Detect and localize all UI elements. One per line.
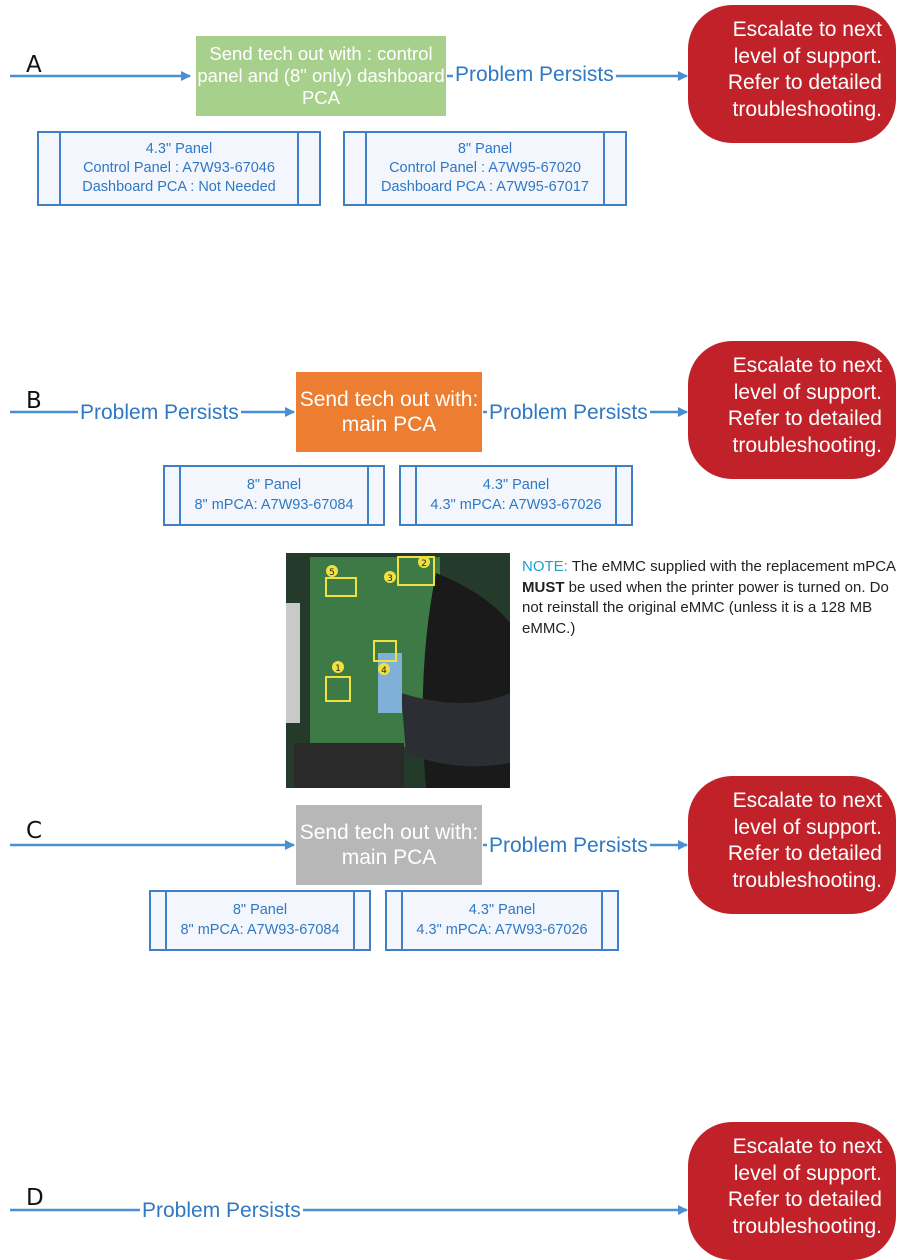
note-label: NOTE: bbox=[522, 558, 568, 575]
problem-persists-a: Problem Persists bbox=[453, 63, 616, 86]
emmc-note: NOTE: The eMMC supplied with the replace… bbox=[522, 557, 900, 640]
main-pca-photo-drawing: 5 2 3 4 1 bbox=[286, 553, 510, 788]
panel-box-b-43: 4.3" Panel 4.3" mPCA: A7W93-67026 bbox=[399, 465, 633, 526]
note-text-1: The eMMC supplied with the replacement m… bbox=[567, 558, 896, 575]
note-text-2: be used when the printer power is turned… bbox=[522, 578, 889, 638]
callout-4: 4 bbox=[381, 666, 387, 676]
callout-5: 5 bbox=[329, 568, 335, 578]
row-label-d: D bbox=[26, 1185, 44, 1211]
action-box-b: Send tech out with: main PCA bbox=[296, 372, 482, 452]
escalate-box-d: Escalate to next level of support. Refer… bbox=[688, 1122, 896, 1260]
row-label-c: C bbox=[26, 818, 43, 844]
panel-box-a-43-text: 4.3" Panel Control Panel : A7W93-67046 D… bbox=[82, 140, 276, 196]
escalate-box-b: Escalate to next level of support. Refer… bbox=[688, 341, 896, 479]
action-box-c: Send tech out with: main PCA bbox=[296, 805, 482, 885]
problem-persists-d: Problem Persists bbox=[140, 1199, 303, 1222]
problem-persists-b-after: Problem Persists bbox=[487, 401, 650, 424]
action-box-a-text: Send tech out with : control panel and (… bbox=[197, 42, 445, 109]
panel-box-b-8: 8" Panel 8" mPCA: A7W93-67084 bbox=[163, 465, 385, 526]
panel-box-b-8-text: 8" Panel 8" mPCA: A7W93-67084 bbox=[194, 477, 354, 513]
action-box-b-text: Send tech out with: main PCA bbox=[299, 387, 479, 436]
action-box-a: Send tech out with : control panel and (… bbox=[196, 36, 446, 116]
callout-3: 3 bbox=[387, 574, 393, 584]
note-emphasis: MUST bbox=[522, 578, 565, 596]
panel-box-c-43-text: 4.3" Panel 4.3" mPCA: A7W93-67026 bbox=[416, 902, 588, 938]
panel-box-a-8-text: 8" Panel Control Panel : A7W95-67020 Das… bbox=[381, 140, 589, 196]
panel-box-a-8: 8" Panel Control Panel : A7W95-67020 Das… bbox=[343, 131, 627, 206]
problem-persists-c: Problem Persists bbox=[487, 834, 650, 857]
row-label-b: B bbox=[26, 388, 42, 414]
action-box-c-text: Send tech out with: main PCA bbox=[299, 820, 479, 869]
row-label-a: A bbox=[26, 52, 42, 78]
panel-box-c-8-text: 8" Panel 8" mPCA: A7W93-67084 bbox=[180, 902, 340, 938]
panel-box-b-43-text: 4.3" Panel 4.3" mPCA: A7W93-67026 bbox=[430, 477, 602, 513]
main-pca-photo: 5 2 3 4 1 bbox=[286, 553, 510, 788]
panel-box-a-43: 4.3" Panel Control Panel : A7W93-67046 D… bbox=[37, 131, 321, 206]
callout-2: 2 bbox=[421, 559, 427, 569]
panel-box-c-43: 4.3" Panel 4.3" mPCA: A7W93-67026 bbox=[385, 890, 619, 951]
panel-box-c-8: 8" Panel 8" mPCA: A7W93-67084 bbox=[149, 890, 371, 951]
escalate-box-c: Escalate to next level of support. Refer… bbox=[688, 776, 896, 914]
escalate-box-a: Escalate to next level of support. Refer… bbox=[688, 5, 896, 143]
callout-1: 1 bbox=[335, 664, 341, 674]
problem-persists-b-before: Problem Persists bbox=[78, 401, 241, 424]
